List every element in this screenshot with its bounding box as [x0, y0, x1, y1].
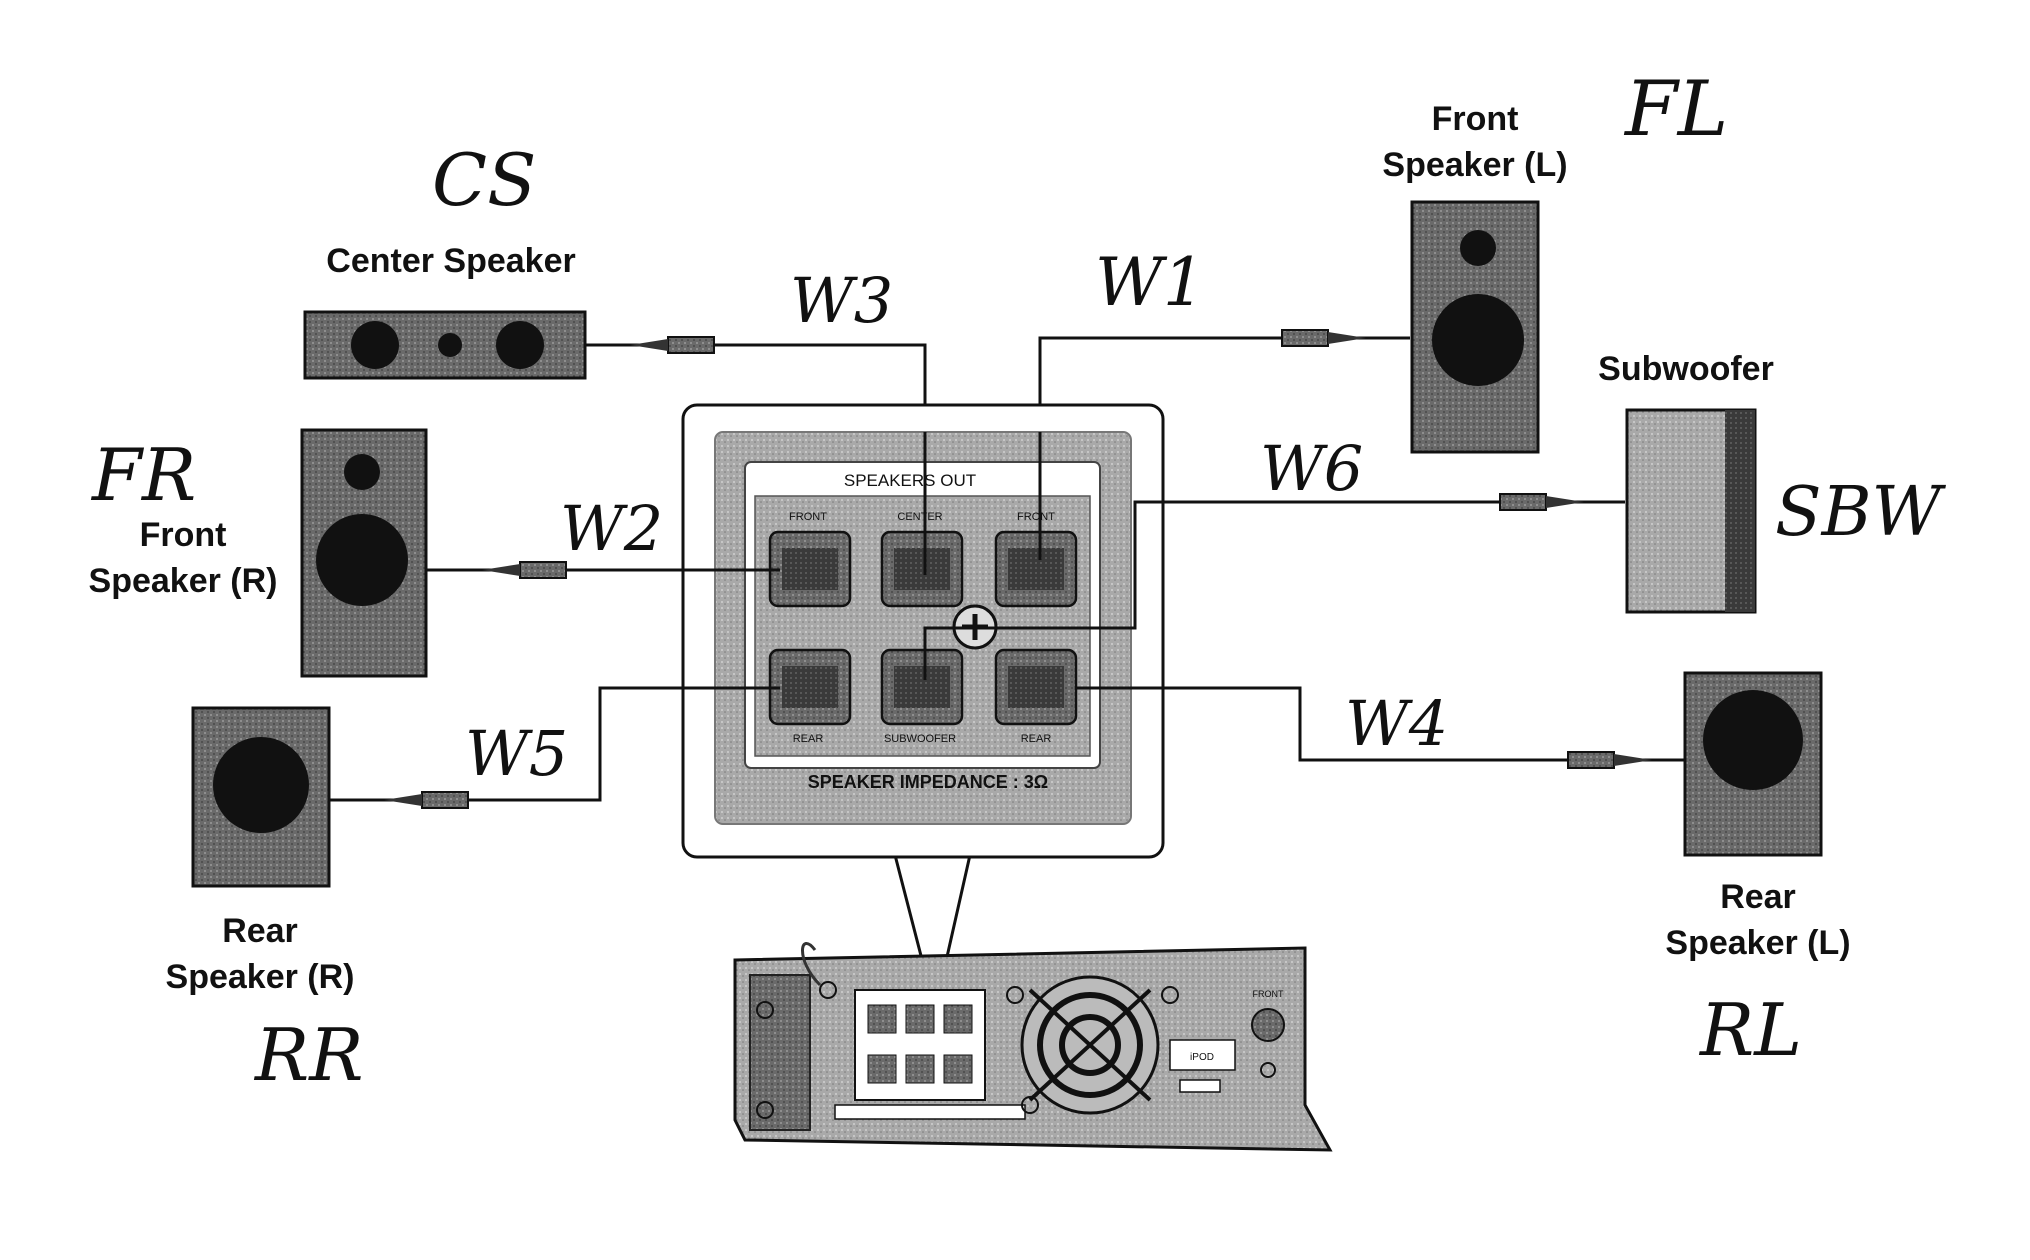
panel-title: SPEAKERS OUT [844, 471, 976, 490]
subwoofer [1625, 408, 1757, 614]
hand-w1: W1 [1095, 244, 1205, 321]
terminal-front-left [994, 530, 1078, 608]
front-speaker-right [300, 428, 428, 678]
label-front-left-1: Front [1432, 100, 1519, 138]
panel-impedance: SPEAKER IMPEDANCE : 3Ω [808, 772, 1048, 792]
unit-ipod-label: iPOD [1190, 1052, 1214, 1063]
plug-w2 [482, 561, 567, 579]
cooling-fan-icon [1020, 975, 1160, 1115]
terminal-rear-left [994, 648, 1078, 726]
wire-w4 [1075, 686, 1685, 762]
label-rear-right-1: Rear [222, 912, 298, 950]
hand-sbw: SBW [1775, 473, 1947, 552]
label-front-right-2: Speaker (R) [89, 562, 278, 600]
hand-cs: CS [432, 138, 536, 222]
center-speaker [303, 310, 587, 380]
label-front-left-2: Speaker (L) [1382, 146, 1567, 184]
wire-plugs [384, 329, 1652, 809]
label-subwoofer: Subwoofer [1598, 350, 1774, 388]
unit-front-label: FRONT [1253, 989, 1284, 999]
hand-w2: W2 [560, 492, 663, 565]
label-front-right-1: Front [140, 516, 227, 554]
speaker-terminal-callout: SPEAKERS OUT FRONT CENTER FRONT REAR SUB… [681, 403, 1165, 1011]
hand-w6: W6 [1260, 432, 1363, 505]
terminal-front-right [768, 530, 852, 608]
rear-speaker-left [1683, 671, 1823, 857]
hand-fl: FL [1623, 64, 1728, 153]
hand-w5: W5 [465, 717, 568, 790]
rear-speaker-right [191, 706, 331, 888]
terminal-label-front-right: FRONT [789, 511, 827, 523]
hand-w3: W3 [790, 264, 893, 337]
hand-rr: RR [253, 1013, 363, 1097]
terminal-label-front-left: FRONT [1017, 511, 1055, 523]
terminal-subwoofer [880, 648, 964, 726]
terminal-label-subwoofer: SUBWOOFER [884, 733, 956, 745]
terminal-center [880, 530, 964, 608]
hand-rl: RL [1698, 988, 1802, 1072]
plug-w4 [1567, 751, 1652, 769]
plug-w1 [1281, 329, 1366, 347]
hand-w4: W4 [1345, 687, 1448, 760]
terminal-rear-right [768, 648, 852, 726]
label-rear-right-2: Speaker (R) [166, 958, 355, 996]
front-speaker-left [1410, 200, 1540, 454]
terminal-label-center: CENTER [897, 511, 942, 523]
terminal-label-rear-left: REAR [1021, 733, 1052, 745]
label-center-speaker: Center Speaker [326, 242, 575, 280]
wire-terminal-ends [600, 432, 1163, 690]
label-rear-left-2: Speaker (L) [1665, 924, 1850, 962]
terminal-label-rear-right: REAR [793, 733, 824, 745]
hand-fr: FR [90, 433, 196, 517]
plug-w6 [1499, 493, 1584, 511]
label-rear-left-1: Rear [1720, 878, 1796, 916]
main-unit-rear: iPOD FRONT [733, 942, 1333, 1152]
plug-w3 [630, 336, 715, 354]
plug-w5 [384, 791, 469, 809]
